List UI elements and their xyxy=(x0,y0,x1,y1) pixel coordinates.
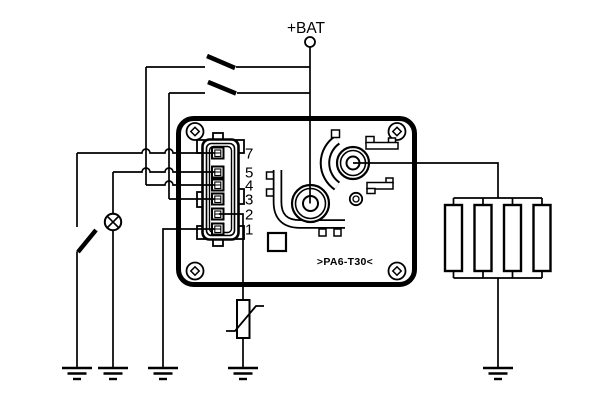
bat-label: +BAT xyxy=(287,20,326,37)
ground-icon xyxy=(228,366,258,381)
switch2-blade-icon xyxy=(207,79,237,96)
indicator-lamp-icon xyxy=(103,212,123,232)
glow-plug-bank xyxy=(443,203,552,273)
busbar-right-icon xyxy=(319,129,341,191)
battery-terminal: +BAT xyxy=(287,20,326,48)
component-square-icon xyxy=(266,231,288,253)
ground-icon xyxy=(98,366,128,381)
glow-plug-icon xyxy=(443,203,464,273)
ground-icon xyxy=(483,366,513,381)
screw-hole-icon xyxy=(387,122,407,141)
connector-pin-slots xyxy=(211,146,225,236)
busbar-left-icon xyxy=(265,170,345,237)
bat-terminal-icon xyxy=(304,36,316,48)
switches xyxy=(76,53,237,254)
screw-hole-icons xyxy=(185,122,407,281)
ground-icon xyxy=(62,366,92,381)
pin-label-7: 7 xyxy=(245,146,253,163)
rivet-icon xyxy=(348,191,364,207)
ground-symbols xyxy=(62,366,513,381)
contact-bar-icon xyxy=(365,135,399,150)
temperature-sensor-icon xyxy=(226,299,264,339)
screw-hole-icon xyxy=(387,261,407,281)
wire-pin4 xyxy=(146,180,215,186)
glow-bus-bottom xyxy=(452,271,543,279)
wires xyxy=(76,47,543,368)
screw-hole-icon xyxy=(185,261,205,281)
pin-label-4: 4 xyxy=(245,178,253,195)
pin-label-1: 1 xyxy=(245,222,253,239)
pin-label-5: 5 xyxy=(245,165,253,182)
pin-label-2: 2 xyxy=(245,207,253,224)
switch1-blade-icon xyxy=(206,53,236,71)
wire-pin1-to-ground xyxy=(162,228,215,368)
glow-plug-icon xyxy=(532,203,552,273)
contact-bar-icon xyxy=(366,177,394,195)
glow-plug-icon xyxy=(502,203,523,273)
wire-pin7 xyxy=(77,148,215,154)
switch3-blade-icon xyxy=(76,228,98,254)
glow-plug-icon xyxy=(473,203,493,273)
screw-hole-icon xyxy=(185,122,205,141)
pin-label-3: 3 xyxy=(245,192,253,209)
wire-pin5 xyxy=(113,167,215,173)
wire-output-to-glowplugs xyxy=(353,162,499,198)
relay-material-marking: >PA6-T30< xyxy=(317,256,373,268)
ground-icon xyxy=(148,366,178,381)
glow-bus-top xyxy=(452,197,543,205)
pin-labels: 7 5 4 3 2 1 xyxy=(245,146,253,239)
